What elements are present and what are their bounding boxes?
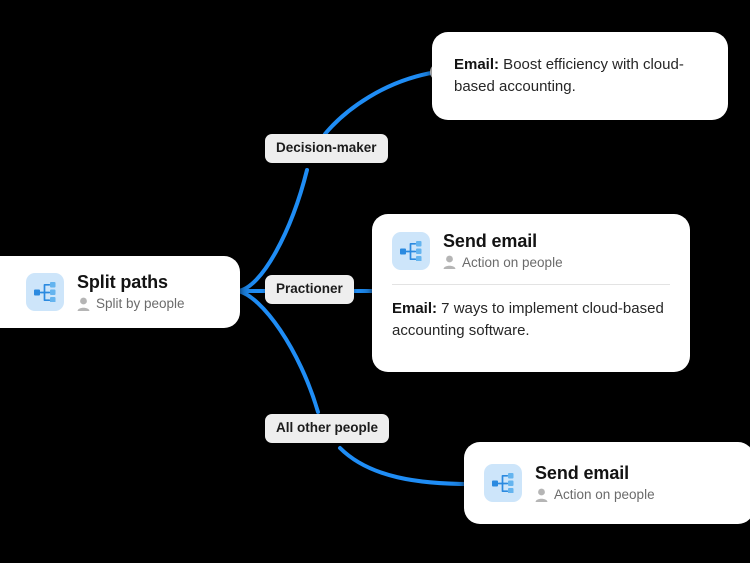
email-preview-text: Email: Boost efficiency with cloud-based… (454, 54, 706, 98)
connector-all-other-upper (236, 289, 320, 414)
email-label: Email: (454, 56, 500, 74)
node-title-block: Send email Action on people (443, 231, 563, 270)
node-title: Send email (443, 231, 538, 251)
node-title-block: Send email Action on people (535, 463, 655, 502)
node-send-email-all-other[interactable]: Send email Action on people (464, 442, 750, 524)
node-header: Send email Action on people (392, 231, 670, 270)
node-subtitle-label: Action on people (462, 254, 563, 270)
node-subtitle-label: Split by people (96, 296, 185, 312)
email-subject: 7 ways to implement cloud-based accounti… (392, 300, 664, 339)
connector-decision-maker-lower (236, 168, 309, 293)
send-email-icon (484, 463, 522, 502)
node-email-decision-maker[interactable]: Email: Boost efficiency with cloud-based… (432, 32, 728, 120)
node-title-block: Split paths Split by people (77, 272, 185, 311)
node-divider (392, 284, 670, 286)
send-email-icon (392, 231, 430, 270)
node-subtitle-row: Split by people (77, 296, 185, 312)
person-icon (443, 256, 456, 270)
branch-label-all-other-people[interactable]: All other people (265, 414, 390, 443)
connector-all-other-lower (338, 446, 472, 486)
branch-label-practioner[interactable]: Practioner (265, 275, 354, 304)
branch-label-decision-maker[interactable]: Decision-maker (265, 134, 388, 163)
email-preview-text: Email: 7 ways to implement cloud-based a… (392, 298, 670, 342)
person-icon (77, 297, 90, 311)
node-header: Send email Action on people (484, 463, 655, 502)
node-header: Split paths Split by people (26, 272, 185, 311)
node-title: Send email (535, 463, 630, 484)
person-icon (535, 488, 548, 502)
split-paths-icon (26, 272, 64, 311)
node-send-email-practioner[interactable]: Send email Action on people Email: 7 way… (372, 214, 690, 372)
node-split-paths[interactable]: Split paths Split by people (0, 256, 240, 328)
node-subtitle-row: Action on people (443, 255, 563, 271)
node-title: Split paths (77, 272, 168, 293)
email-label: Email: (392, 300, 438, 318)
email-subject: Boost efficiency with cloud-based accoun… (454, 56, 684, 95)
connector-decision-maker-upper (323, 70, 439, 136)
node-subtitle-row: Action on people (535, 487, 655, 503)
node-subtitle-label: Action on people (554, 487, 655, 503)
